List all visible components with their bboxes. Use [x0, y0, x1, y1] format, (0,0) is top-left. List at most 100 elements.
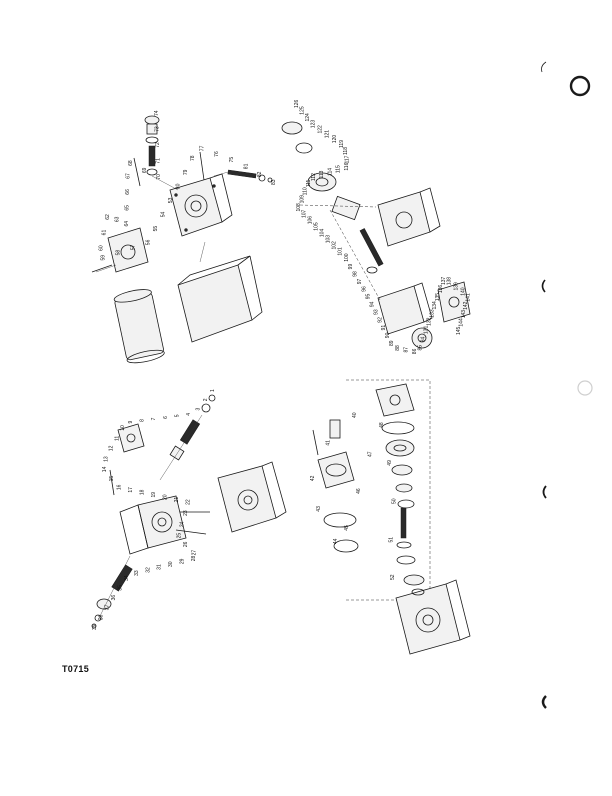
- callout-number: 21: [174, 497, 180, 503]
- callout-number: 102: [332, 241, 338, 250]
- callout-number: 135: [435, 293, 441, 302]
- callout-number: 93: [373, 309, 379, 315]
- callout-number: 12: [109, 445, 115, 451]
- callout-number: 9: [128, 421, 134, 424]
- callout-number: 30: [168, 561, 174, 567]
- callout-number: 145: [456, 326, 462, 335]
- callout-number: 84: [421, 337, 427, 343]
- top-cap-bottom-right: [375, 383, 415, 417]
- callout-number: 41: [326, 440, 332, 446]
- callout-number: 22: [186, 499, 192, 505]
- callout-number: 97: [357, 279, 363, 285]
- callout-number: 98: [353, 271, 359, 277]
- spool-right-top-left: [213, 169, 273, 183]
- housing-top-right: [377, 187, 441, 247]
- callout-number: 132: [426, 317, 432, 326]
- gear-stack-top-right: [281, 121, 361, 221]
- callout-number: 110: [303, 187, 309, 195]
- callout-number: 24: [180, 521, 186, 527]
- callout-number: 18: [140, 489, 146, 495]
- callout-number: 112: [311, 173, 317, 181]
- filter-canister: [113, 289, 165, 364]
- callout-number: 136: [438, 285, 444, 294]
- callout-number: 85: [418, 345, 424, 351]
- callouts-top-left: 7473727170696867666564636261605958575655…: [98, 110, 277, 260]
- callout-number: 117: [345, 155, 351, 163]
- callout-number: 82: [257, 171, 263, 177]
- callout-number: 20: [163, 494, 169, 500]
- callout-number: 89: [389, 340, 395, 346]
- callout-number: 16: [117, 484, 123, 490]
- callout-number: 7: [151, 417, 157, 420]
- callout-number: 76: [214, 151, 220, 157]
- callout-number: 67: [126, 173, 132, 179]
- bearing-bottom-right: [385, 439, 415, 457]
- callout-number: 99: [348, 264, 354, 270]
- callout-number: 10: [120, 425, 126, 431]
- callout-number: 36: [111, 595, 117, 601]
- callout-number: 108: [296, 203, 302, 212]
- assembly-top-right: 1261251241231221211201191181171161151141…: [281, 99, 472, 354]
- callout-number: 17: [128, 487, 134, 493]
- callout-number: 39: [92, 624, 98, 630]
- callout-number: 142: [463, 301, 469, 310]
- callout-number: 29: [180, 558, 186, 564]
- callout-number: 106: [308, 216, 314, 225]
- callout-number: 3: [196, 408, 202, 411]
- callout-number: 119: [339, 140, 345, 148]
- callout-number: 26: [183, 541, 189, 547]
- valve-head-bottom-left: [117, 423, 145, 453]
- main-body-bottom-left: [119, 495, 187, 555]
- centerline-top-right: [329, 209, 381, 301]
- callout-number: 133: [429, 309, 435, 318]
- callout-number: 63: [115, 216, 121, 222]
- housing-bottom-left: [217, 461, 287, 533]
- callout-number: 27: [191, 550, 197, 556]
- cover-plate-top-right: [437, 281, 471, 323]
- callout-number: 5: [174, 414, 180, 417]
- flange-top-right: [411, 327, 433, 349]
- callout-number: 37: [105, 604, 111, 610]
- callout-number: 61: [102, 230, 108, 236]
- callout-number: 88: [395, 345, 401, 351]
- bolts-top-left: [91, 151, 205, 273]
- callout-number: 70: [156, 174, 162, 180]
- callout-number: 87: [404, 347, 410, 353]
- binding-marks: [541, 61, 593, 709]
- flange-plate-bottom-right: [403, 574, 425, 596]
- callout-number: 40: [352, 412, 358, 418]
- callout-number: 57: [130, 245, 136, 251]
- callout-number: 101: [338, 247, 344, 256]
- assembly-top-left: 7473727170696867666564636261605958575655…: [91, 110, 277, 364]
- callout-number: 73: [155, 126, 161, 132]
- head-assembly-bottom-right: [312, 419, 355, 489]
- callout-number: 55: [153, 226, 159, 232]
- callout-number: 105: [313, 222, 319, 231]
- callout-number: 65: [125, 205, 131, 211]
- callout-number: 32: [145, 567, 151, 573]
- callout-number: 137: [441, 276, 447, 285]
- callout-number: 38: [98, 614, 104, 620]
- callout-number: 131: [423, 326, 429, 335]
- callout-number: 75: [229, 157, 235, 163]
- callout-number: 138: [446, 277, 452, 286]
- callout-number: 51: [389, 537, 395, 543]
- figure-code: T0715: [62, 664, 90, 674]
- housing-block-top-left: [177, 241, 263, 343]
- callout-number: 109: [299, 195, 305, 204]
- callout-number: 42: [310, 475, 316, 481]
- callout-number: 25: [176, 533, 182, 539]
- callout-number: 86: [412, 348, 418, 354]
- bolts-bottom-left: [109, 469, 210, 535]
- callout-number: 66: [125, 189, 131, 195]
- seal-1-bottom-right: [323, 512, 357, 528]
- callout-number: 56: [146, 239, 152, 245]
- seal-2-bottom-right: [333, 539, 359, 553]
- callout-number: 45: [344, 525, 350, 531]
- callout-number: 72: [155, 142, 161, 148]
- callout-number: 144: [458, 318, 464, 327]
- callout-number: 104: [319, 229, 325, 238]
- lower-housing-top-right: [377, 282, 433, 335]
- callout-number: 95: [366, 294, 372, 300]
